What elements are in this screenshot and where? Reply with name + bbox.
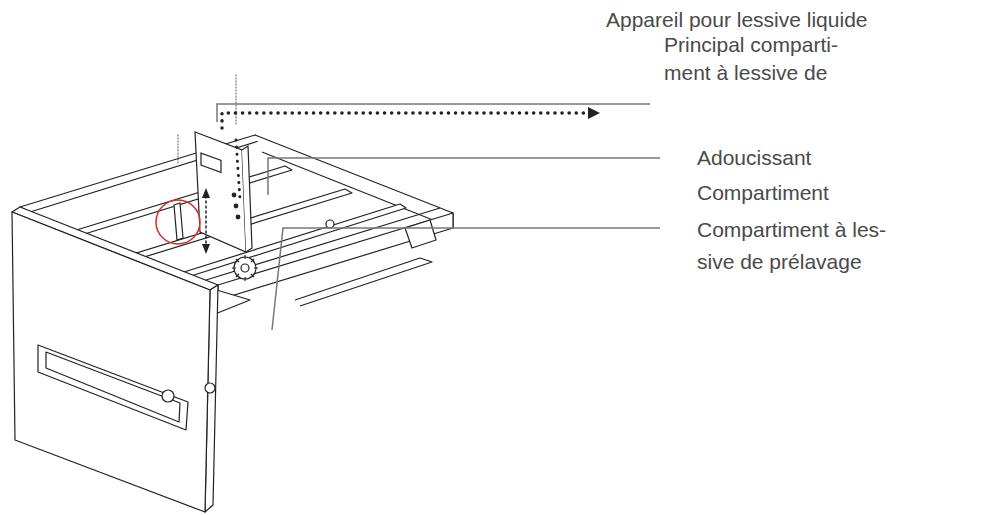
leader-line: [217, 104, 660, 330]
dotted-arrow: [178, 75, 588, 246]
part-label: Principal comparti- ment à lessive de: [664, 31, 854, 87]
highlight-circle: [156, 200, 200, 244]
part-label: Compartiment à les- sive de prélavage: [697, 214, 902, 278]
arrow-head: [202, 107, 600, 254]
liquid-detergent-flap: [195, 132, 252, 252]
part-label: Adoucissant Compartiment: [697, 140, 847, 210]
part-label: Appareil pour lessive liquide: [606, 6, 986, 34]
